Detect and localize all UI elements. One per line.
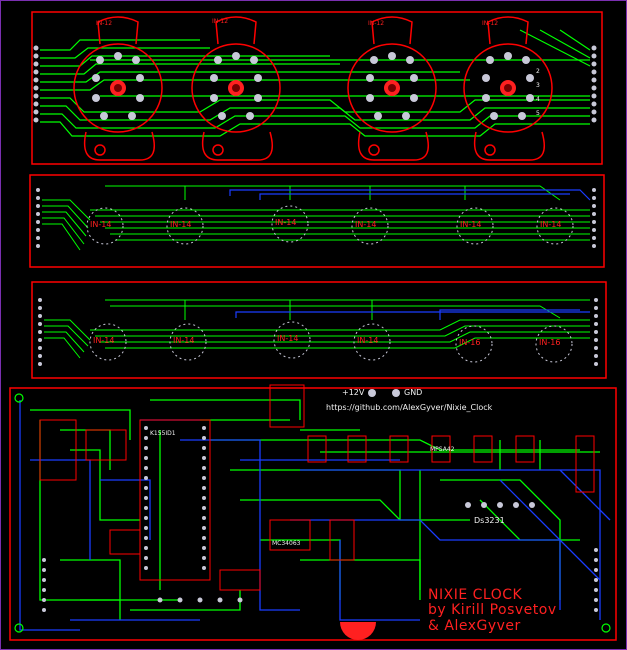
credit-line-2: & AlexGyver bbox=[428, 618, 521, 634]
low-panel bbox=[31, 281, 607, 379]
corner-holes bbox=[14, 393, 611, 633]
tube-in12-3 bbox=[347, 16, 437, 161]
converter-label: MC34063 bbox=[272, 540, 301, 547]
low-tube-label: IN-14 bbox=[277, 334, 299, 343]
mid-panel bbox=[29, 174, 605, 268]
low-tubes bbox=[89, 321, 573, 363]
low-panel-bottom-traces bbox=[235, 309, 590, 320]
rtc-pads bbox=[465, 502, 535, 508]
mid-panel-traces bbox=[42, 185, 590, 251]
arduino-header bbox=[139, 419, 211, 581]
tube-label-4: IN-12 bbox=[482, 20, 499, 27]
tube-in12-2 bbox=[191, 16, 281, 161]
tube-in12-1 bbox=[73, 16, 163, 161]
tube-label-3: IN-12 bbox=[368, 20, 385, 27]
mid-panel-bottom-traces bbox=[229, 189, 591, 201]
chips bbox=[39, 384, 355, 591]
mid-tube-label: IN-14 bbox=[170, 220, 192, 229]
low-tube-label: IN-14 bbox=[357, 336, 379, 345]
board-pads bbox=[42, 548, 598, 612]
mid-tube-label: IN-14 bbox=[275, 218, 297, 227]
repo-url: https://github.com/AlexGyver/Nixie_Clock bbox=[326, 403, 493, 412]
tube-label-1: IN-12 bbox=[96, 20, 113, 27]
board-title: NIXIE CLOCK bbox=[428, 587, 523, 603]
mid-tubes bbox=[86, 205, 574, 245]
pin-number: 4 bbox=[536, 96, 540, 103]
tube-in12-4 bbox=[463, 16, 553, 161]
power-label-12v: +12V bbox=[342, 388, 365, 397]
top-panel bbox=[31, 11, 603, 165]
low-panel-outline bbox=[31, 281, 607, 379]
rtc-label: Ds3231 bbox=[474, 516, 505, 525]
mid-tube-label: IN-14 bbox=[90, 220, 112, 229]
low-tube-label: IN-16 bbox=[459, 338, 481, 347]
power-label-gnd: GND bbox=[404, 388, 423, 397]
main-board-outline bbox=[9, 387, 617, 641]
arduino-pins bbox=[144, 426, 206, 570]
pin-number: 5 bbox=[536, 110, 540, 117]
low-pads bbox=[38, 298, 598, 366]
tube-pins bbox=[92, 52, 534, 120]
driver-label: MPSA42 bbox=[430, 446, 455, 453]
low-tube-label: IN-14 bbox=[173, 336, 195, 345]
tube-label-2: IN-12 bbox=[212, 18, 229, 25]
low-tube-label: IN-14 bbox=[93, 336, 115, 345]
top-panel-outline bbox=[31, 11, 603, 165]
resistor-row bbox=[307, 435, 595, 493]
mid-tube-label: IN-14 bbox=[460, 220, 482, 229]
power-pads bbox=[368, 389, 400, 397]
mid-tube-label: IN-14 bbox=[540, 220, 562, 229]
mid-pads bbox=[36, 188, 596, 248]
pin-number: 2 bbox=[536, 68, 540, 75]
capacitor bbox=[340, 622, 376, 640]
header-label: K155ID1 bbox=[150, 430, 176, 437]
credit-line-1: by Kirill Posvetov bbox=[428, 602, 557, 618]
low-tube-label: IN-16 bbox=[539, 338, 561, 347]
mid-panel-outline bbox=[29, 174, 605, 268]
low-panel-traces bbox=[44, 299, 590, 359]
main-board bbox=[9, 384, 617, 641]
top-panel-pads bbox=[33, 45, 597, 123]
top-panel-traces bbox=[40, 29, 591, 137]
mid-tube-label: IN-14 bbox=[355, 220, 377, 229]
pin-number: 3 bbox=[536, 82, 540, 89]
